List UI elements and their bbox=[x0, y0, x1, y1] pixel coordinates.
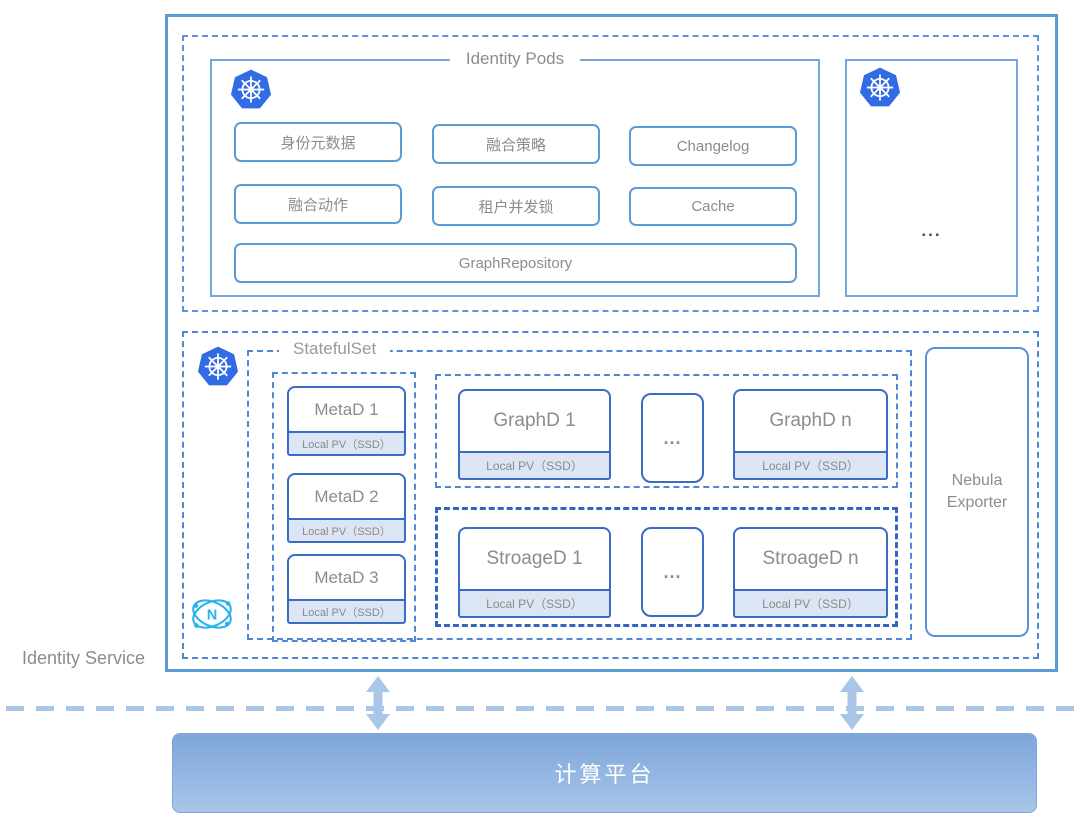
module-label: 租户并发锁 bbox=[478, 198, 554, 216]
nebula-graph-icon bbox=[188, 593, 236, 635]
node-name: MetaD 2 bbox=[287, 473, 406, 520]
metad-group: MetaD 1 Local PV（SSD） MetaD 2 Local PV（S… bbox=[272, 372, 416, 642]
identity-pods-region bbox=[182, 35, 1039, 312]
identity-service-label: Identity Service bbox=[22, 648, 146, 668]
node-name: StroageD 1 bbox=[458, 527, 611, 591]
identity-pods-title: Identity Pods bbox=[449, 49, 581, 69]
more-pods-box: ... bbox=[845, 59, 1018, 297]
node-metad-2: MetaD 2 Local PV（SSD） bbox=[287, 473, 406, 543]
module-graph-repository: GraphRepository bbox=[234, 243, 797, 283]
node-name: MetaD 3 bbox=[287, 554, 406, 601]
node-name: MetaD 1 bbox=[287, 386, 406, 433]
node-storage: Local PV（SSD） bbox=[733, 589, 888, 618]
kubernetes-icon bbox=[859, 67, 901, 107]
node-storage: Local PV（SSD） bbox=[458, 451, 611, 480]
module-tenant-lock: 租户并发锁 bbox=[432, 186, 600, 226]
node-storaged-n: StroageD n Local PV（SSD） bbox=[733, 527, 888, 618]
identity-service-region: StatefulSet MetaD 1 Local PV（SSD） MetaD … bbox=[182, 331, 1039, 659]
module-identity-metadata: 身份元数据 bbox=[234, 122, 402, 162]
compute-platform-bar: 计算平台 bbox=[172, 733, 1037, 813]
more-pods-ellipsis: ... bbox=[921, 221, 942, 240]
node-metad-3: MetaD 3 Local PV（SSD） bbox=[287, 554, 406, 624]
node-graphd-n: GraphD n Local PV（SSD） bbox=[733, 389, 888, 480]
double-arrow-icon bbox=[366, 676, 390, 730]
module-label: Changelog bbox=[676, 137, 750, 155]
identity-pods-box: Identity Pods 身份元数据 融合策略 Changelog 融合动作 … bbox=[210, 49, 820, 297]
node-graphd-1: GraphD 1 Local PV（SSD） bbox=[458, 389, 611, 480]
node-storage: Local PV（SSD） bbox=[287, 599, 406, 624]
node-storaged-1: StroageD 1 Local PV（SSD） bbox=[458, 527, 611, 618]
module-label: 融合策略 bbox=[485, 136, 546, 154]
module-fusion-action: 融合动作 bbox=[234, 184, 402, 224]
storaged-group: StroageD 1 Local PV（SSD） ... StroageD n … bbox=[435, 507, 898, 627]
node-name: StroageD n bbox=[733, 527, 888, 591]
kubernetes-icon bbox=[230, 69, 272, 109]
module-label: 身份元数据 bbox=[280, 134, 356, 152]
graphd-group: GraphD 1 Local PV（SSD） ... GraphD n Loca… bbox=[435, 374, 898, 488]
module-fusion-strategy: 融合策略 bbox=[432, 124, 600, 164]
node-metad-1: MetaD 1 Local PV（SSD） bbox=[287, 386, 406, 456]
nebula-exporter-label: Nebula Exporter bbox=[946, 471, 1008, 511]
graphd-ellipsis-box: ... bbox=[641, 393, 704, 483]
kubernetes-icon bbox=[197, 346, 239, 386]
module-cache: Cache bbox=[629, 187, 797, 226]
ellipsis-label: ... bbox=[663, 561, 682, 582]
module-label: 融合动作 bbox=[287, 196, 348, 214]
node-storage: Local PV（SSD） bbox=[287, 431, 406, 456]
module-changelog: Changelog bbox=[629, 126, 797, 166]
layer-separator-line bbox=[6, 706, 1074, 711]
node-name: GraphD 1 bbox=[458, 389, 611, 453]
ellipsis-label: ... bbox=[663, 427, 682, 448]
double-arrow-icon bbox=[840, 676, 864, 730]
node-storage: Local PV（SSD） bbox=[287, 518, 406, 543]
node-storage: Local PV（SSD） bbox=[458, 589, 611, 618]
module-label: GraphRepository bbox=[458, 254, 573, 272]
node-storage: Local PV（SSD） bbox=[733, 451, 888, 480]
compute-platform-label: 计算平台 bbox=[554, 762, 655, 787]
module-label: Cache bbox=[691, 198, 735, 215]
statefulset-box: StatefulSet MetaD 1 Local PV（SSD） MetaD … bbox=[247, 339, 912, 642]
nebula-exporter-box: Nebula Exporter bbox=[925, 347, 1029, 637]
statefulset-title: StatefulSet bbox=[279, 339, 391, 359]
storaged-ellipsis-box: ... bbox=[641, 527, 704, 617]
node-name: GraphD n bbox=[733, 389, 888, 453]
